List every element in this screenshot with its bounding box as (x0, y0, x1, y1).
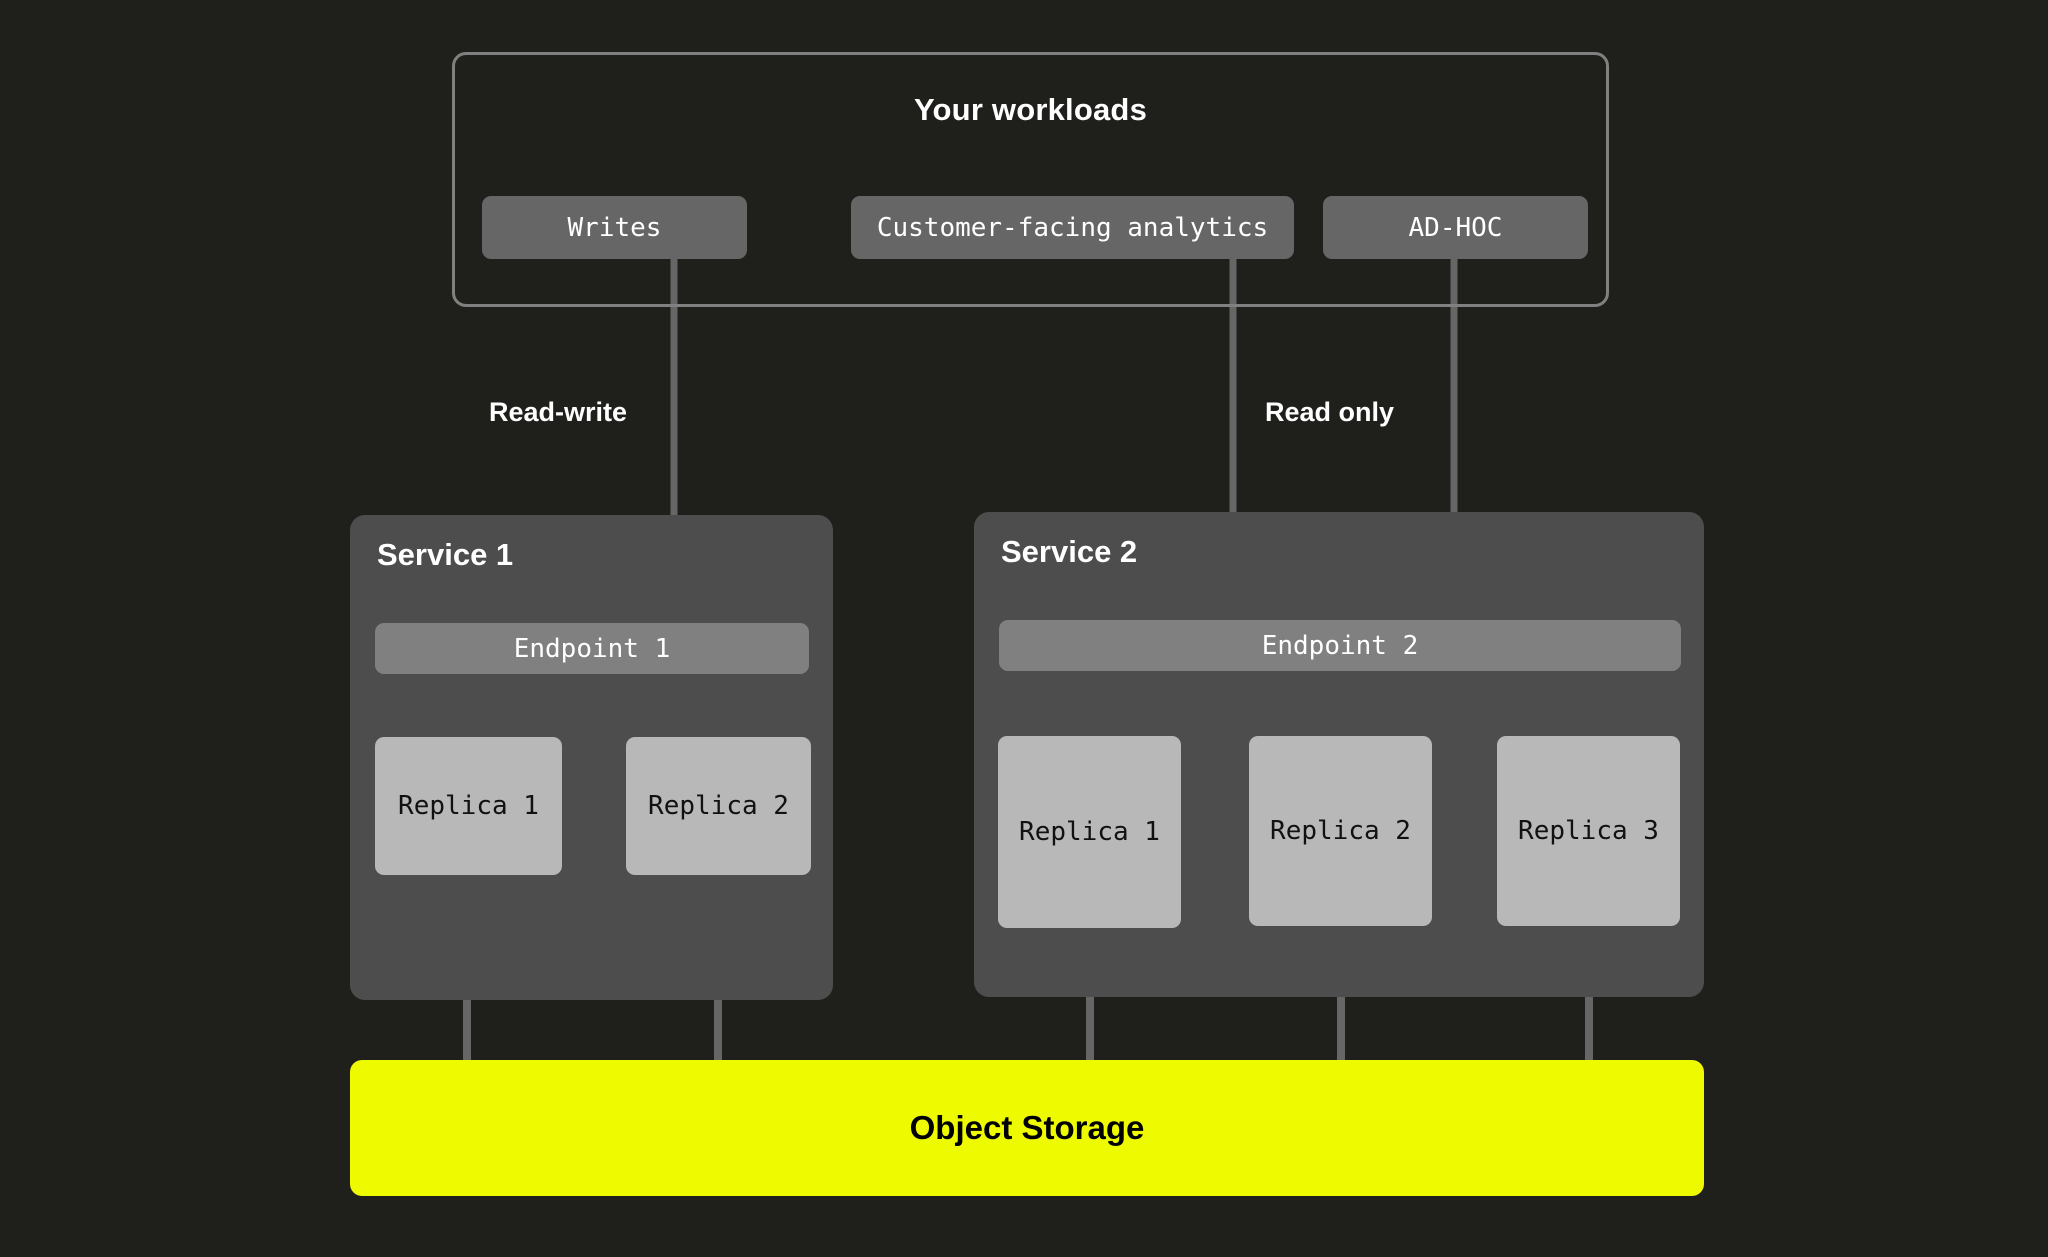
service-1-replica-1[interactable]: Replica 1 (375, 737, 562, 875)
service-2-replica-2[interactable]: Replica 2 (1249, 736, 1432, 926)
object-storage-bar[interactable]: Object Storage (350, 1060, 1704, 1196)
workload-chip-customer-facing-analytics[interactable]: Customer-facing analytics (851, 196, 1294, 259)
service-2-title: Service 2 (1001, 534, 1138, 569)
service-2-replica-1[interactable]: Replica 1 (998, 736, 1181, 928)
service-panel-2: Service 2 Endpoint 2 Replica 1 Replica 2… (974, 512, 1704, 997)
flow-label-read-only: Read only (1265, 397, 1395, 427)
service-panel-1: Service 1 Endpoint 1 Replica 1 Replica 2 (350, 515, 833, 1000)
object-storage-label: Object Storage (909, 1109, 1145, 1146)
service-2-replica-3[interactable]: Replica 3 (1497, 736, 1680, 926)
workload-chip-writes[interactable]: Writes (482, 196, 747, 259)
workloads-panel: Your workloads Writes Customer-facing an… (452, 52, 1609, 307)
service-1-title: Service 1 (377, 537, 514, 572)
service-1-replica-2[interactable]: Replica 2 (626, 737, 811, 875)
endpoint-1[interactable]: Endpoint 1 (375, 623, 809, 674)
endpoint-2[interactable]: Endpoint 2 (999, 620, 1681, 671)
workloads-title: Your workloads (913, 92, 1148, 127)
workload-chip-ad-hoc[interactable]: AD-HOC (1323, 196, 1588, 259)
flow-label-read-write: Read-write (489, 397, 628, 427)
